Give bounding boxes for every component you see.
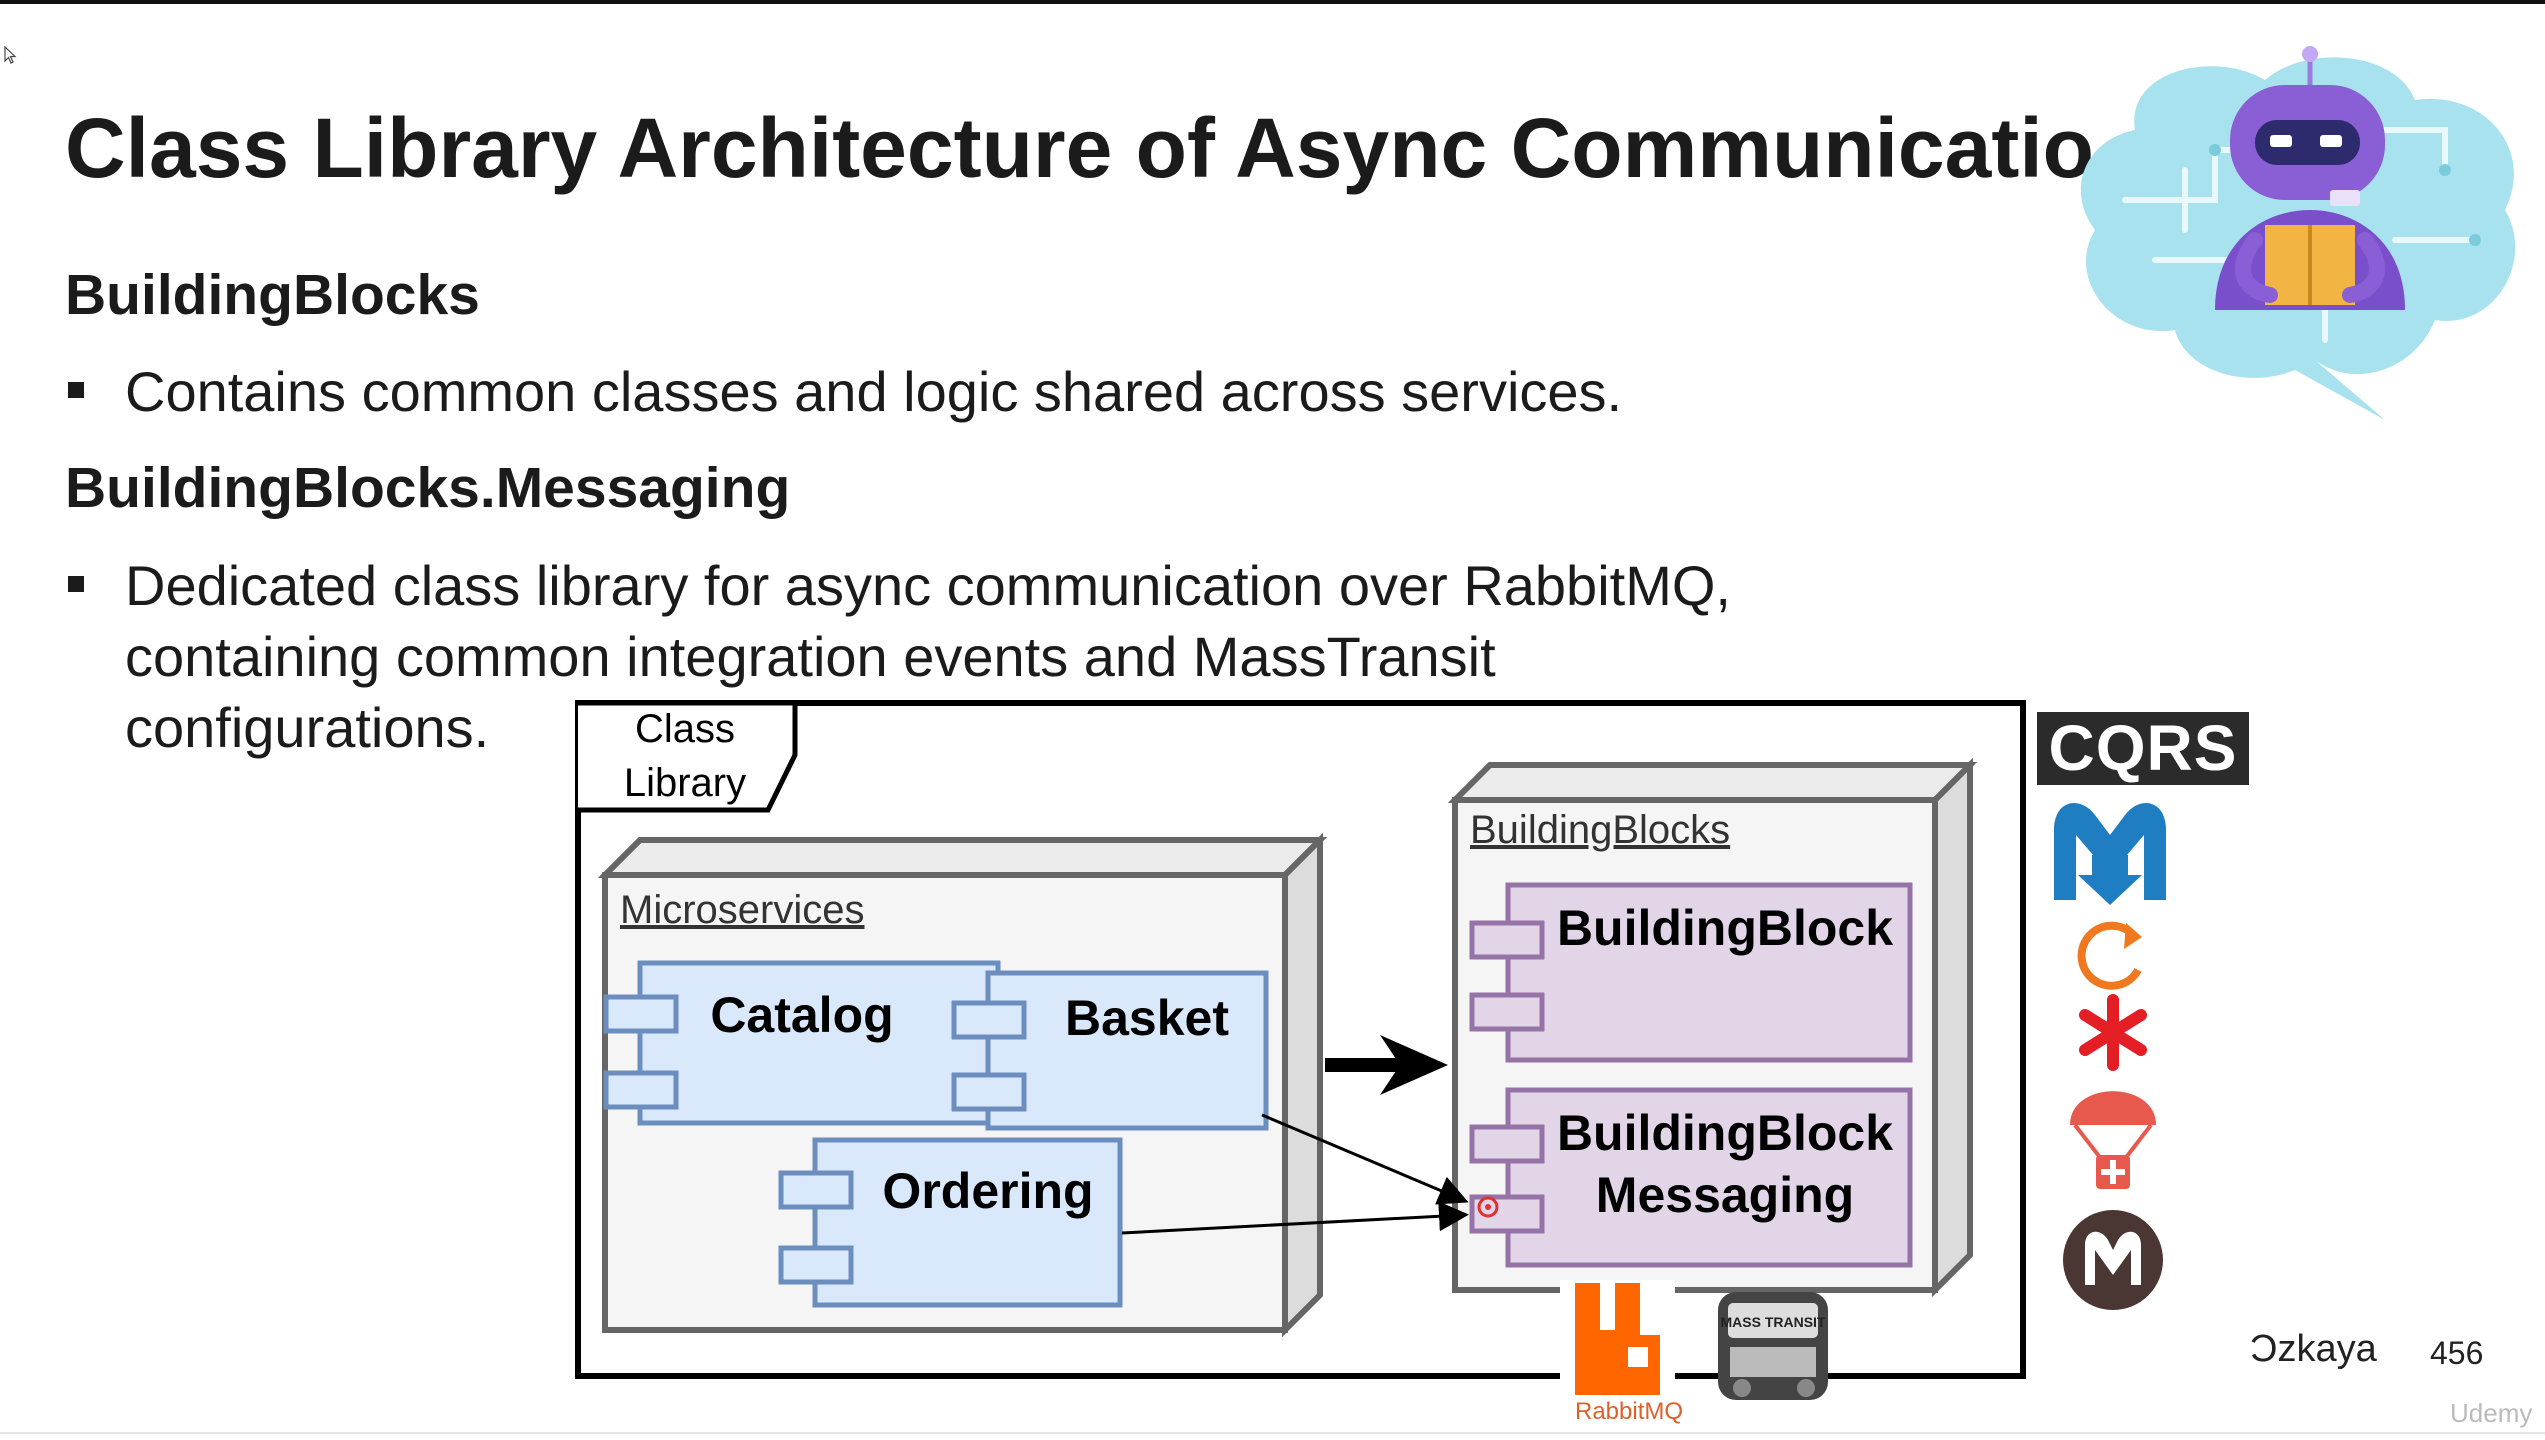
bullet-text-line-3: configurations. xyxy=(125,696,490,759)
asterisk-icon xyxy=(2079,994,2147,1071)
frame-label-tab xyxy=(578,700,798,813)
buildingblock-label: BuildingBlock xyxy=(1557,900,1893,956)
buildingblock-component: BuildingBlock xyxy=(1469,882,1913,1063)
dependency-arrow-head xyxy=(1380,1035,1448,1095)
rabbitmq-logo-text: RabbitMQ xyxy=(1575,1398,1684,1425)
mediatr-icon xyxy=(2054,803,2166,905)
author-name: Ɔzkaya xyxy=(2250,1328,2377,1370)
bullet-text-line-1: Dedicated class library for async commun… xyxy=(125,554,1731,617)
refresh-icon xyxy=(2077,921,2142,990)
frame-label-line-1: Class xyxy=(635,707,735,751)
mouse-cursor-icon xyxy=(4,46,17,64)
catalog-label: Catalog xyxy=(710,987,893,1043)
bottom-divider xyxy=(0,1432,2545,1434)
udemy-watermark: Udemy xyxy=(2450,1398,2533,1428)
section-heading-messaging: BuildingBlocks.Messaging xyxy=(65,456,791,520)
buildingblock-messaging-label-2: Messaging xyxy=(1596,1167,1854,1223)
slide-title: Class Library Architecture of Async Comm… xyxy=(65,101,2094,195)
parachute-icon xyxy=(2070,1091,2156,1189)
section-heading-buildingblocks: BuildingBlocks xyxy=(65,263,480,327)
frame-label-line-2: Library xyxy=(624,761,746,805)
technology-icons xyxy=(2054,803,2166,1310)
buildingblocks-label: BuildingBlocks xyxy=(1470,808,1730,852)
basket-to-messaging-arrow xyxy=(1261,1113,1469,1205)
ordering-label: Ordering xyxy=(882,1163,1093,1219)
basket-label: Basket xyxy=(1065,990,1229,1046)
ordering-to-messaging-arrow xyxy=(1121,1201,1469,1235)
bullet-text-line-2: containing common integration events and… xyxy=(125,625,1496,688)
ordering-component: Ordering xyxy=(778,1137,1123,1308)
masstransit-logo-text: MASS TRANSIT xyxy=(1721,1314,1826,1330)
bullet-marker xyxy=(68,576,84,592)
dotnet-mascot-icon xyxy=(2080,46,2516,420)
bullet-marker xyxy=(68,382,84,398)
masstransit-logo-icon: MASS TRANSIT xyxy=(1718,1292,1828,1400)
click-indicator xyxy=(1477,1196,1499,1218)
m-logo-icon xyxy=(2063,1210,2163,1310)
class-library-diagram: Class Library Microservices Catalog Bask… xyxy=(575,700,2026,1400)
buildingblock-messaging-label-1: BuildingBlock xyxy=(1557,1105,1893,1161)
buildingblock-messaging-component: BuildingBlock Messaging xyxy=(1469,1087,1913,1268)
bullet-text: Contains common classes and logic shared… xyxy=(125,360,1623,423)
cqrs-badge: CQRS xyxy=(2037,712,2249,785)
top-border xyxy=(0,0,2545,4)
catalog-component: Catalog xyxy=(603,960,1001,1126)
microservices-label: Microservices xyxy=(620,888,864,932)
basket-component: Basket xyxy=(951,970,1269,1131)
rabbitmq-logo-icon xyxy=(1560,1280,1675,1400)
page-number: 456 xyxy=(2430,1335,2484,1371)
